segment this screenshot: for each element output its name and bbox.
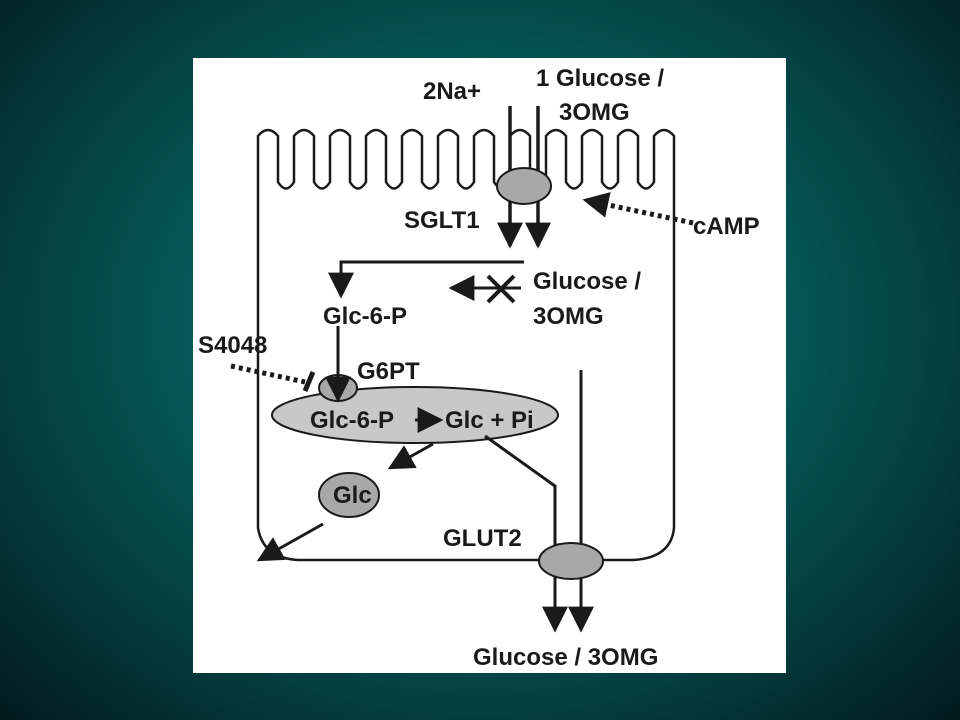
glucose-phosphorylation-path: [328, 260, 524, 299]
glucose-in-label-line2: 3OMG: [559, 99, 630, 126]
diagram-panel: 2Na+ 1 Glucose / 3OMG SGLT1 cAMP Glucose…: [193, 58, 786, 673]
g6pt-label: G6PT: [357, 358, 420, 385]
er-glucose-release-arrow: [387, 442, 434, 470]
glc-label: Glc: [333, 482, 372, 509]
er-to-glut2-path: [484, 434, 568, 633]
s4048-label: S4048: [198, 332, 267, 359]
glc6p-er-label: Glc-6-P: [310, 407, 394, 434]
glc-pi-label: Glc + Pi: [445, 407, 534, 434]
glc6p-cytosol-label: Glc-6-P: [323, 303, 407, 330]
glc-exit-arrow: [256, 522, 324, 562]
sglt1-label: SGLT1: [404, 207, 480, 234]
glut2-transporter: [538, 542, 604, 580]
camp-label: cAMP: [693, 213, 760, 240]
cell-membrane: [256, 128, 676, 562]
glucose-out-label: Glucose / 3OMG: [473, 644, 658, 671]
glucose-cytosol-label-line2: 3OMG: [533, 303, 604, 330]
glucose-cytosol-label-line1: Glucose /: [533, 268, 641, 295]
glc-vesicle: [318, 472, 380, 518]
sglt1-transporter: [496, 167, 552, 205]
s4048-inhibition-line: [230, 363, 306, 385]
sodium-label: 2Na+: [423, 78, 481, 105]
s4048-inhibition-bar: [302, 371, 316, 392]
block-x-mark: [486, 274, 516, 304]
camp-activation-arrow: [582, 192, 694, 226]
glucose-in-label-line1: 1 Glucose /: [536, 65, 664, 92]
glut2-label: GLUT2: [443, 525, 522, 552]
enterocyte-transport-diagram: 2Na+ 1 Glucose / 3OMG SGLT1 cAMP Glucose…: [198, 65, 760, 671]
